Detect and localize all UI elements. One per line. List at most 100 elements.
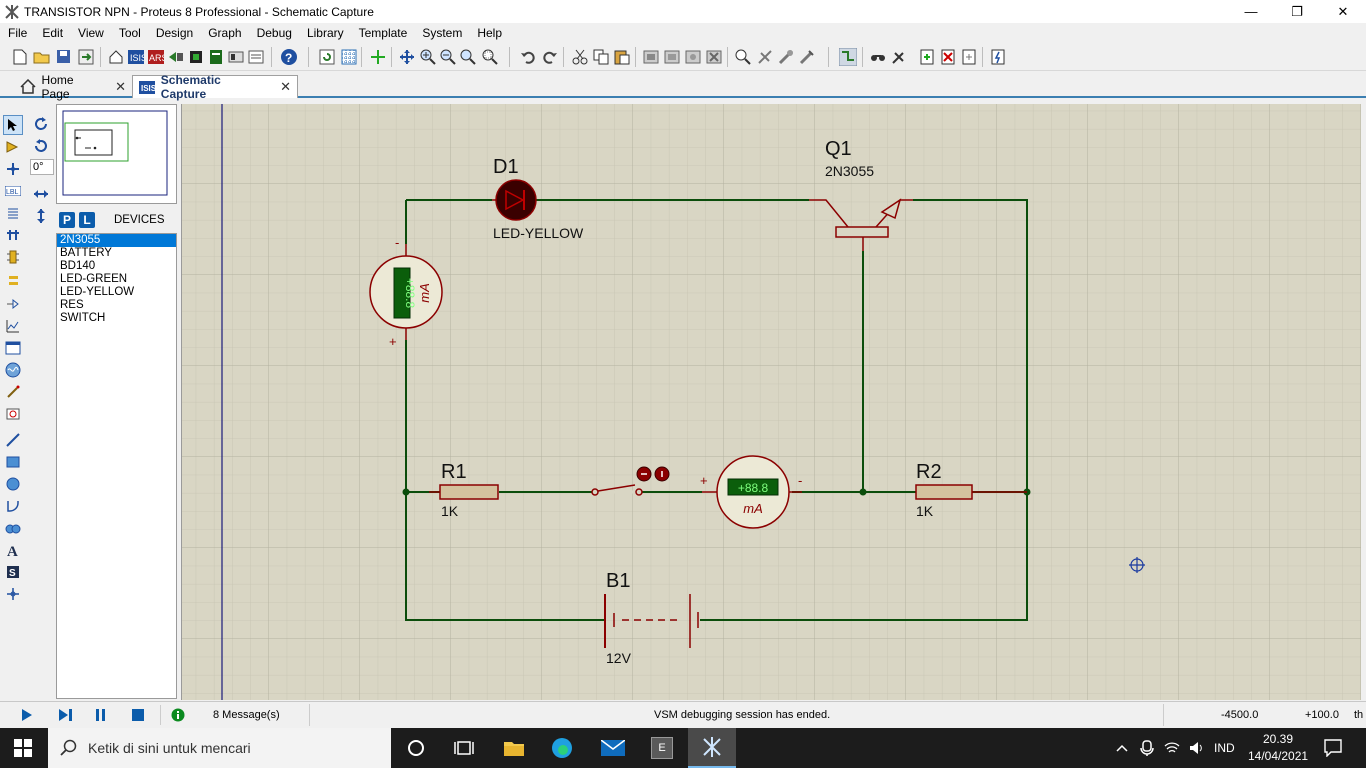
pcb-layout-icon[interactable]: ARS: [146, 47, 165, 66]
gerber-icon[interactable]: [186, 47, 205, 66]
device-item-bd140[interactable]: BD140: [60, 260, 96, 272]
wire-label-icon[interactable]: LBL: [3, 181, 23, 201]
packaging-tool-icon[interactable]: [776, 47, 795, 66]
device-item-led-yellow[interactable]: LED-YELLOW: [60, 286, 135, 298]
menu-library[interactable]: Library: [306, 26, 344, 40]
message-count[interactable]: 8 Message(s): [213, 709, 280, 721]
taskbar-search-box[interactable]: Ketik di sini untuk mencari: [48, 728, 391, 768]
stop-button[interactable]: [131, 708, 145, 725]
origin-icon[interactable]: [368, 47, 387, 66]
overview-window[interactable]: [56, 104, 177, 204]
pan-icon[interactable]: [397, 47, 416, 66]
device-item-2n3055[interactable]: 2N3055: [57, 234, 176, 247]
zoom-all-icon[interactable]: [458, 47, 477, 66]
import-icon[interactable]: [76, 47, 95, 66]
play-button[interactable]: [21, 708, 33, 725]
component-mode-icon[interactable]: [3, 137, 23, 157]
exit-to-parent-icon[interactable]: [959, 47, 978, 66]
rotate-clockwise-icon[interactable]: [31, 114, 51, 134]
mirror-vertical-icon[interactable]: [31, 206, 51, 226]
3d-viewer-icon[interactable]: [166, 47, 185, 66]
zoom-area-icon[interactable]: [480, 47, 499, 66]
electrical-rule-check-icon[interactable]: [988, 47, 1007, 66]
redo-icon[interactable]: [540, 47, 559, 66]
task-view-icon[interactable]: [454, 739, 474, 760]
home-icon[interactable]: [106, 47, 125, 66]
notification-center-icon[interactable]: [1324, 739, 1342, 760]
wifi-icon[interactable]: [1164, 740, 1180, 759]
resistor-r2[interactable]: [915, 484, 1027, 500]
subcircuit-icon[interactable]: [3, 247, 23, 267]
bom-icon[interactable]: [206, 47, 225, 66]
symbol-tool-icon[interactable]: S: [3, 562, 23, 582]
block-move-icon[interactable]: [662, 47, 681, 66]
menu-template[interactable]: Template: [358, 26, 408, 40]
zoom-in-icon[interactable]: [418, 47, 437, 66]
marker-tool-icon[interactable]: [3, 584, 23, 604]
proteus-taskbar-button[interactable]: [688, 728, 736, 768]
clock-date[interactable]: 14/04/2021: [1248, 749, 1309, 763]
resistor-r1[interactable]: [429, 484, 499, 500]
pick-device-icon[interactable]: [733, 47, 752, 66]
device-item-res[interactable]: RES: [60, 299, 84, 311]
decompose-icon[interactable]: [797, 47, 816, 66]
box-tool-icon[interactable]: [3, 452, 23, 472]
device-item-battery[interactable]: BATTERY: [60, 247, 112, 259]
rotate-anticlockwise-icon[interactable]: [31, 136, 51, 156]
minimize-button[interactable]: —: [1244, 4, 1258, 19]
device-item-led-green[interactable]: LED-GREEN: [60, 273, 128, 285]
menu-system[interactable]: System: [422, 26, 463, 40]
led-d1[interactable]: [492, 179, 537, 221]
new-file-icon[interactable]: [10, 47, 29, 66]
device-pins-icon[interactable]: [3, 294, 23, 314]
design-explorer-icon[interactable]: [226, 47, 245, 66]
cut-icon[interactable]: [570, 47, 589, 66]
help-icon[interactable]: ?: [279, 47, 298, 66]
mail-icon[interactable]: [600, 739, 626, 759]
menu-design[interactable]: Design: [155, 26, 194, 40]
close-window-button[interactable]: ✕: [1337, 3, 1349, 19]
junction-dot-icon[interactable]: [3, 159, 23, 179]
switch-sw[interactable]: [591, 466, 670, 496]
tab-schematic-capture[interactable]: ISIS Schematic Capture ✕: [132, 73, 298, 101]
toggle-grid-icon[interactable]: [339, 47, 358, 66]
step-button[interactable]: [58, 708, 74, 725]
library-manager-button[interactable]: L: [79, 212, 95, 228]
save-icon[interactable]: [54, 47, 73, 66]
file-explorer-icon[interactable]: [503, 739, 525, 760]
battery-b1[interactable]: [604, 594, 699, 648]
undo-icon[interactable]: [518, 47, 537, 66]
generator-icon[interactable]: [3, 360, 23, 380]
meet-now-icon[interactable]: [1140, 740, 1154, 759]
cortana-icon[interactable]: [407, 739, 425, 760]
rotation-angle-field[interactable]: 0°: [30, 159, 54, 175]
clock-time[interactable]: 20.39: [1262, 732, 1294, 746]
pause-button[interactable]: [95, 708, 107, 725]
edge-browser-icon[interactable]: [551, 737, 573, 762]
transistor-q1[interactable]: [809, 198, 913, 251]
menu-graph[interactable]: Graph: [208, 26, 242, 40]
refresh-icon[interactable]: [317, 47, 336, 66]
block-delete-icon[interactable]: [704, 47, 723, 66]
copy-icon[interactable]: [591, 47, 610, 66]
menu-debug[interactable]: Debug: [256, 26, 292, 40]
line-tool-icon[interactable]: [3, 430, 23, 450]
schematic-canvas[interactable]: D1 LED-YELLOW Q1 2N3055 +88.8 mA - + R1: [181, 104, 1361, 700]
property-assignment-icon[interactable]: [889, 47, 908, 66]
graph-mode-icon[interactable]: [3, 316, 23, 336]
windows-start-icon[interactable]: [14, 739, 32, 760]
open-folder-icon[interactable]: [32, 47, 51, 66]
schematic-icon[interactable]: ISIS: [126, 47, 145, 66]
input-language[interactable]: IND: [1214, 741, 1235, 755]
menu-edit[interactable]: Edit: [42, 26, 64, 40]
menu-file[interactable]: File: [8, 26, 28, 40]
tape-recorder-icon[interactable]: [3, 338, 23, 358]
block-rotate-icon[interactable]: [683, 47, 702, 66]
source-code-icon[interactable]: [246, 47, 265, 66]
menu-help[interactable]: Help: [477, 26, 503, 40]
ammeter-1[interactable]: +88.8 mA: [369, 244, 443, 340]
buses-icon[interactable]: [3, 225, 23, 245]
zoom-out-icon[interactable]: [438, 47, 457, 66]
make-device-icon[interactable]: [755, 47, 774, 66]
wire-autorouter-icon[interactable]: [838, 47, 857, 66]
